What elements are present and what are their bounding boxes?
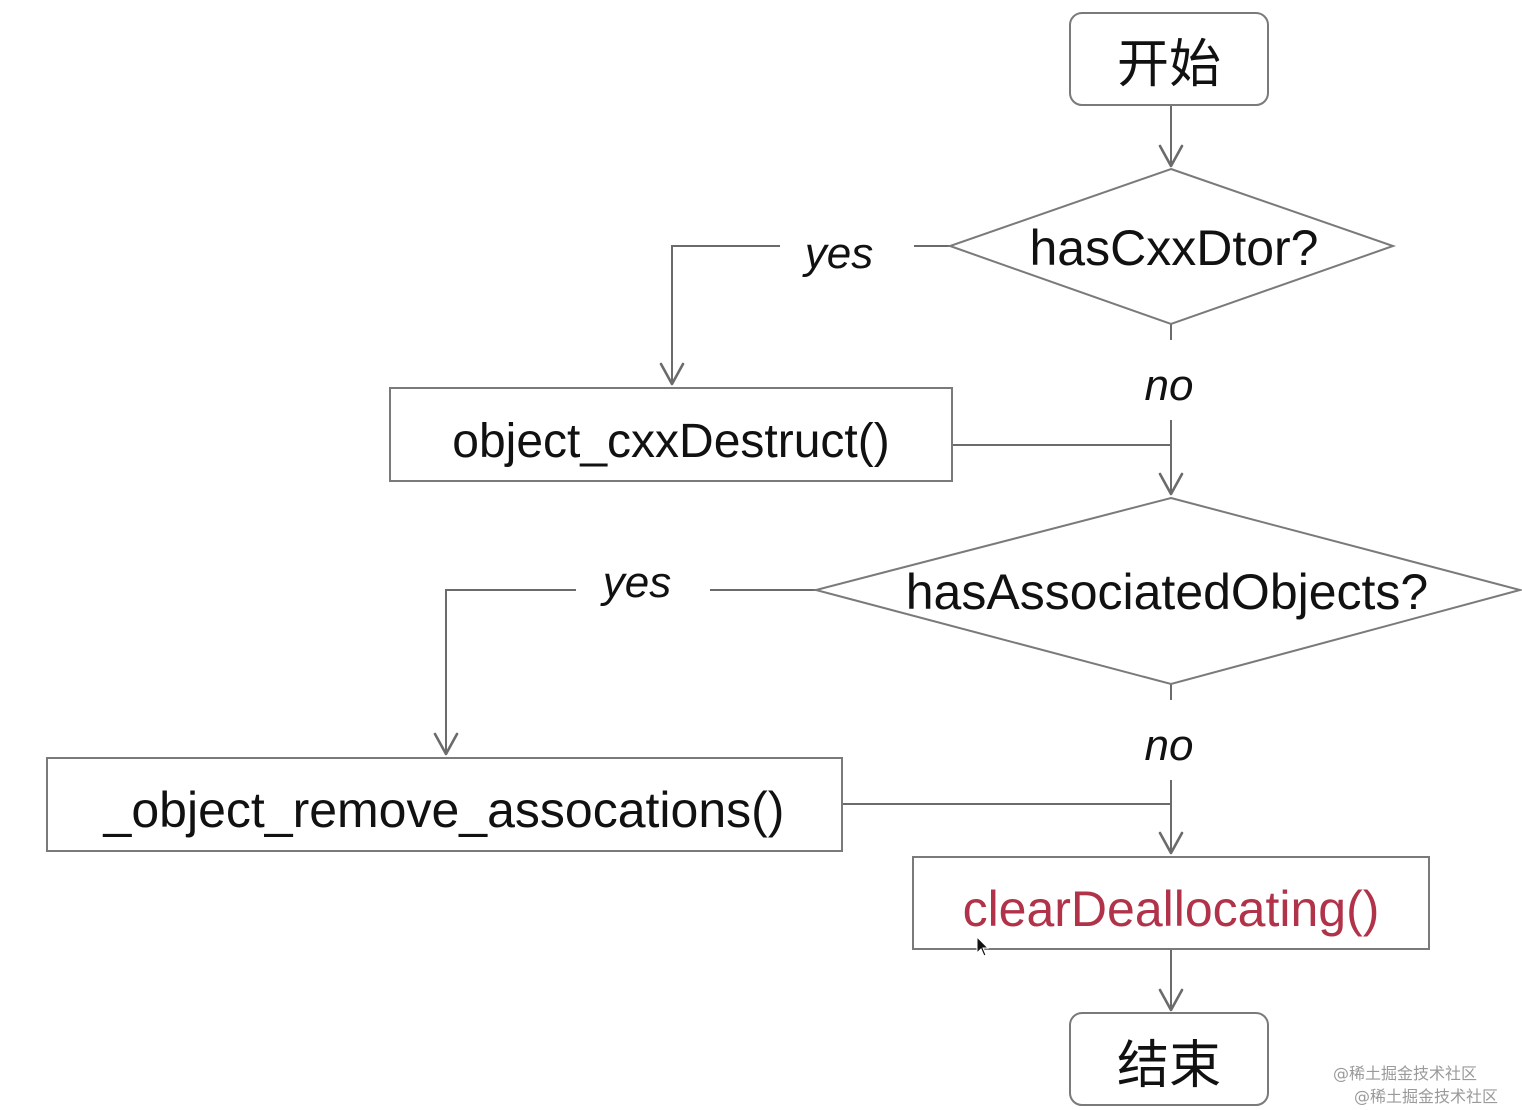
action-clear-deallocating-label: clearDeallocating() <box>963 881 1380 937</box>
arrowhead-icon <box>433 732 459 756</box>
connector-cxx-yes <box>671 245 780 384</box>
decision-has-cxx-dtor: hasCxxDtor? <box>946 167 1397 326</box>
arrowhead-icon <box>1158 831 1184 855</box>
edge-label-assoc-yes: yes <box>600 558 671 607</box>
action-object-cxx-destruct: object_cxxDestruct() <box>389 387 953 482</box>
action-clear-deallocating: clearDeallocating() <box>912 856 1430 950</box>
edge-label-assoc-no: no <box>1145 721 1194 770</box>
edge-label-cxx-no: no <box>1145 361 1194 410</box>
arrowhead-icon <box>1158 472 1184 496</box>
end-node: 结束 <box>1069 1012 1269 1106</box>
edge-label-cxx-yes: yes <box>802 229 873 278</box>
start-node-label: 开始 <box>1117 35 1221 95</box>
arrowhead-icon <box>659 362 685 386</box>
decision-has-associated-objects-label: hasAssociatedObjects? <box>906 564 1429 620</box>
action-object-remove-assocations: _object_remove_assocations() <box>46 757 843 852</box>
watermark-line-2: @稀土掘金技术社区 <box>1354 1087 1499 1106</box>
mouse-pointer-icon <box>976 936 990 957</box>
action-object-cxx-destruct-label: object_cxxDestruct() <box>452 415 889 468</box>
arrowhead-icon <box>1158 144 1184 168</box>
watermark-line-1: @稀土掘金技术社区 <box>1333 1064 1478 1083</box>
connector-assoc-yes <box>445 589 576 754</box>
decision-has-cxx-dtor-label: hasCxxDtor? <box>1030 220 1319 276</box>
action-object-remove-assocations-label: _object_remove_assocations() <box>103 782 785 838</box>
end-node-label: 结束 <box>1117 1036 1221 1096</box>
arrowhead-icon <box>1158 988 1184 1012</box>
decision-has-associated-objects: hasAssociatedObjects? <box>812 496 1522 686</box>
start-node: 开始 <box>1069 12 1269 106</box>
